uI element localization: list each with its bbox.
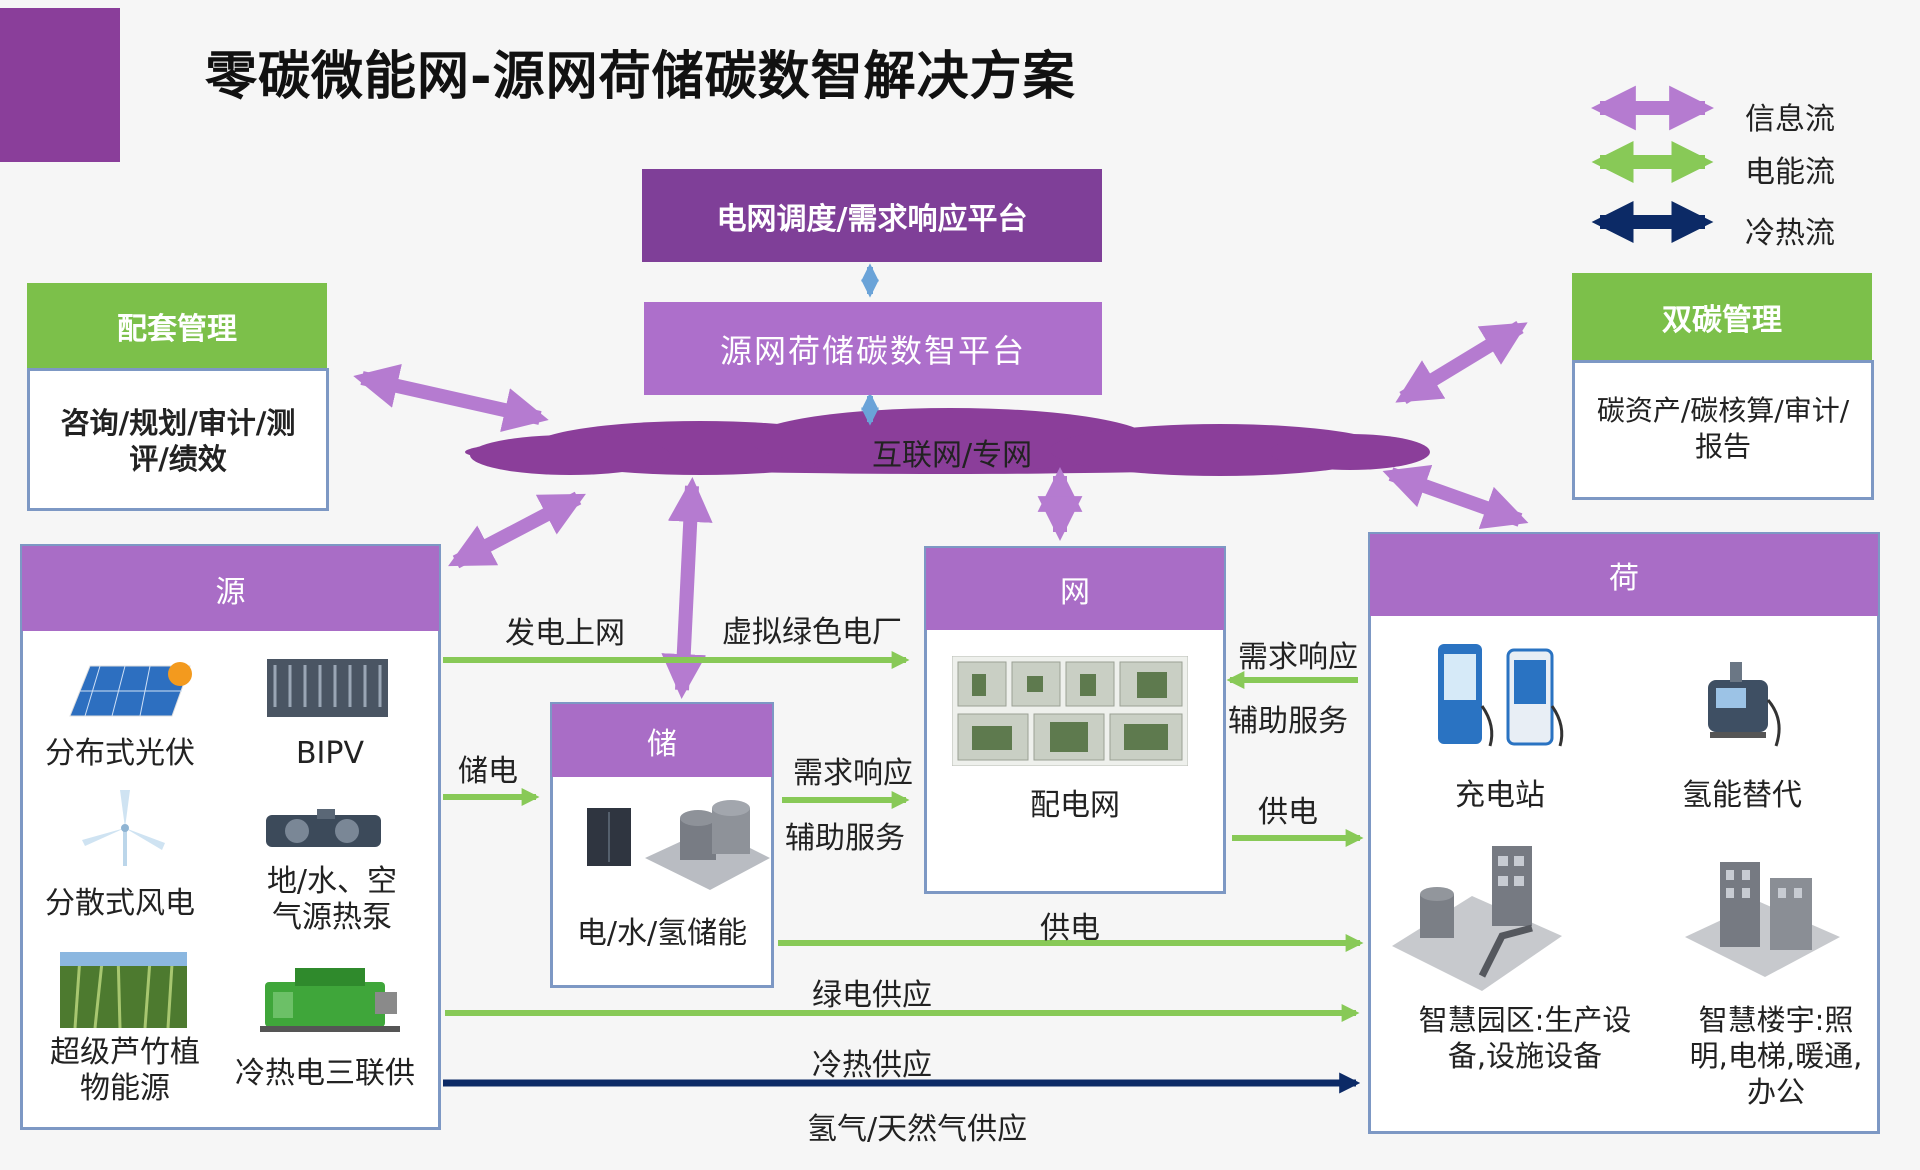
flow-label-green: 绿电供应 xyxy=(812,978,932,1013)
flow-label-gen-to-grid: 发电上网 xyxy=(505,616,625,651)
legend-info: 信息流 xyxy=(1585,88,1885,138)
support-mgmt-body: 咨询/规划/审计/测评/绩效 xyxy=(60,406,296,476)
corner-accent xyxy=(0,8,120,162)
legend-heat-label: 冷热流 xyxy=(1745,216,1835,251)
flow-label-heat: 冷热供应 xyxy=(812,1048,932,1083)
page-title: 零碳微能网-源网荷储碳数智解决方案 xyxy=(205,47,1076,107)
source-item-pv: 分布式光伏 xyxy=(45,736,195,771)
source-item-cchp: 冷热电三联供 xyxy=(235,1056,415,1091)
legend-heat: 冷热流 xyxy=(1585,202,1885,252)
smart-park-icon xyxy=(1392,846,1562,991)
flow-label-vpp: 虚拟绿色电厂 xyxy=(722,615,902,650)
carbon-mgmt-panel: 碳资产/碳核算/审计/报告 xyxy=(1572,360,1874,500)
flow-label-dr1: 需求响应 xyxy=(793,756,913,791)
smart-building-icon xyxy=(1685,862,1840,977)
bipv-building-icon xyxy=(267,659,388,717)
source-item-wind: 分散式风电 xyxy=(45,886,195,921)
support-mgmt-header: 配套管理 xyxy=(27,283,327,368)
source-item-heatpump: 地/水、空气源热泵 xyxy=(266,864,398,935)
carbon-mgmt-body: 碳资产/碳核算/审计/报告 xyxy=(1596,394,1850,463)
digital-platform: 源网荷储碳数智平台 xyxy=(644,302,1102,395)
load-item-charging: 充电站 xyxy=(1455,778,1545,813)
support-mgmt-panel: 咨询/规划/审计/测评/绩效 xyxy=(27,368,329,511)
source-item-bipv: BIPV xyxy=(295,736,365,771)
grid-label: 配电网 xyxy=(1030,788,1120,823)
heat-pump-icon xyxy=(266,809,381,847)
network-cloud xyxy=(465,408,1430,476)
flow-label-store: 储电 xyxy=(458,754,518,789)
grid-header: 网 xyxy=(926,548,1224,630)
storage-label: 电/水/氢储能 xyxy=(576,916,748,951)
flow-label-dr2: 需求响应 xyxy=(1238,640,1358,675)
cchp-generator-icon xyxy=(260,968,400,1032)
flow-label-supply2: 供电 xyxy=(1040,911,1100,946)
storage-header: 储 xyxy=(552,704,772,777)
source-item-reed: 超级芦竹植物能源 xyxy=(50,1035,200,1106)
dispatch-platform: 电网调度/需求响应平台 xyxy=(642,169,1102,262)
source-header: 源 xyxy=(22,546,439,631)
flow-label-gas: 氢气/天然气供应 xyxy=(807,1112,1028,1147)
load-item-building: 智慧楼宇:照明,电梯,暖通,办公 xyxy=(1689,1003,1863,1109)
hydrogen-device-icon xyxy=(1708,662,1781,747)
load-item-park: 智慧园区:生产设备,设施设备 xyxy=(1418,1003,1632,1073)
switchgear-icon xyxy=(952,656,1188,766)
wind-turbine-icon xyxy=(82,790,165,866)
flow-label-aux1: 辅助服务 xyxy=(785,821,905,856)
load-panel xyxy=(1368,532,1880,1134)
legend-power-label: 电能流 xyxy=(1745,155,1835,190)
load-item-hydrogen: 氢能替代 xyxy=(1682,778,1802,813)
charging-station-icon xyxy=(1438,644,1564,747)
solar-panel-icon xyxy=(69,662,192,717)
flow-label-supply1: 供电 xyxy=(1258,795,1318,830)
network-cloud-label: 互联网/专网 xyxy=(872,438,1033,473)
battery-cabinet-icon xyxy=(587,808,631,866)
storage-tanks-icon xyxy=(645,800,770,890)
reed-plant-icon xyxy=(60,952,187,1028)
carbon-mgmt-header: 双碳管理 xyxy=(1572,273,1872,360)
flow-label-aux2: 辅助服务 xyxy=(1228,704,1348,739)
legend-info-label: 信息流 xyxy=(1745,102,1835,137)
load-header: 荷 xyxy=(1370,534,1878,616)
legend-power: 电能流 xyxy=(1585,141,1885,191)
